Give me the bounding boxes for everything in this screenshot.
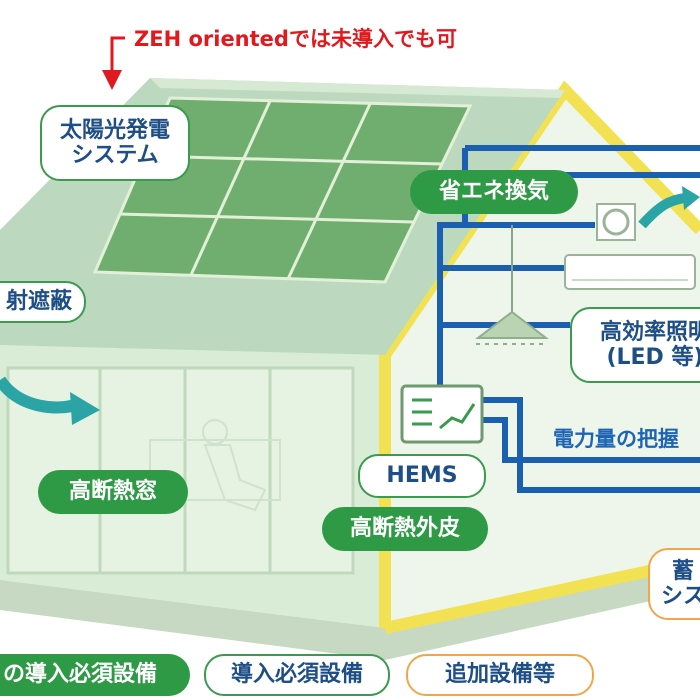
storage-label-line2: シス (660, 584, 700, 609)
pendant-lamp (475, 225, 549, 345)
label-hems: HEMS (358, 454, 486, 498)
foundation (0, 560, 700, 660)
heat-arrow-window (0, 376, 77, 414)
zeh-oriented-annotation: ZEH orientedでは未導入でも可 (134, 26, 457, 51)
label-ventilation: 省エネ換気 (410, 170, 578, 214)
legend-required-partial: の導入必須設備 (0, 654, 190, 696)
ventilation-fan (596, 203, 636, 241)
annotation-arrow (110, 36, 125, 78)
label-solar-shading: 射遮蔽 (0, 281, 86, 323)
label-solar-power: 太陽光発電 システム (40, 105, 190, 181)
label-insulated-envelope: 高断熱外皮 (322, 507, 488, 551)
legend-required: 導入必須設備 (204, 654, 390, 696)
label-power-monitoring: 電力量の把握 (553, 426, 679, 451)
solar-label-line2: システム (71, 143, 159, 168)
legend-additional: 追加設備等 (406, 654, 594, 696)
hems-monitor (400, 384, 484, 444)
label-insulated-window: 高断熱窓 (38, 470, 188, 514)
air-conditioner (564, 254, 696, 290)
ventilation-arrow (638, 193, 686, 229)
lighting-label-line1: 高効率照明 (599, 319, 700, 345)
storage-label-line1: 蓄 (671, 558, 694, 584)
lighting-label-line2: (LED 等) (606, 345, 700, 370)
solar-label-line1: 太陽光発電 (59, 117, 170, 143)
label-lighting: 高効率照明 (LED 等) (570, 307, 700, 383)
label-storage-system: 蓄 シス (648, 548, 700, 620)
